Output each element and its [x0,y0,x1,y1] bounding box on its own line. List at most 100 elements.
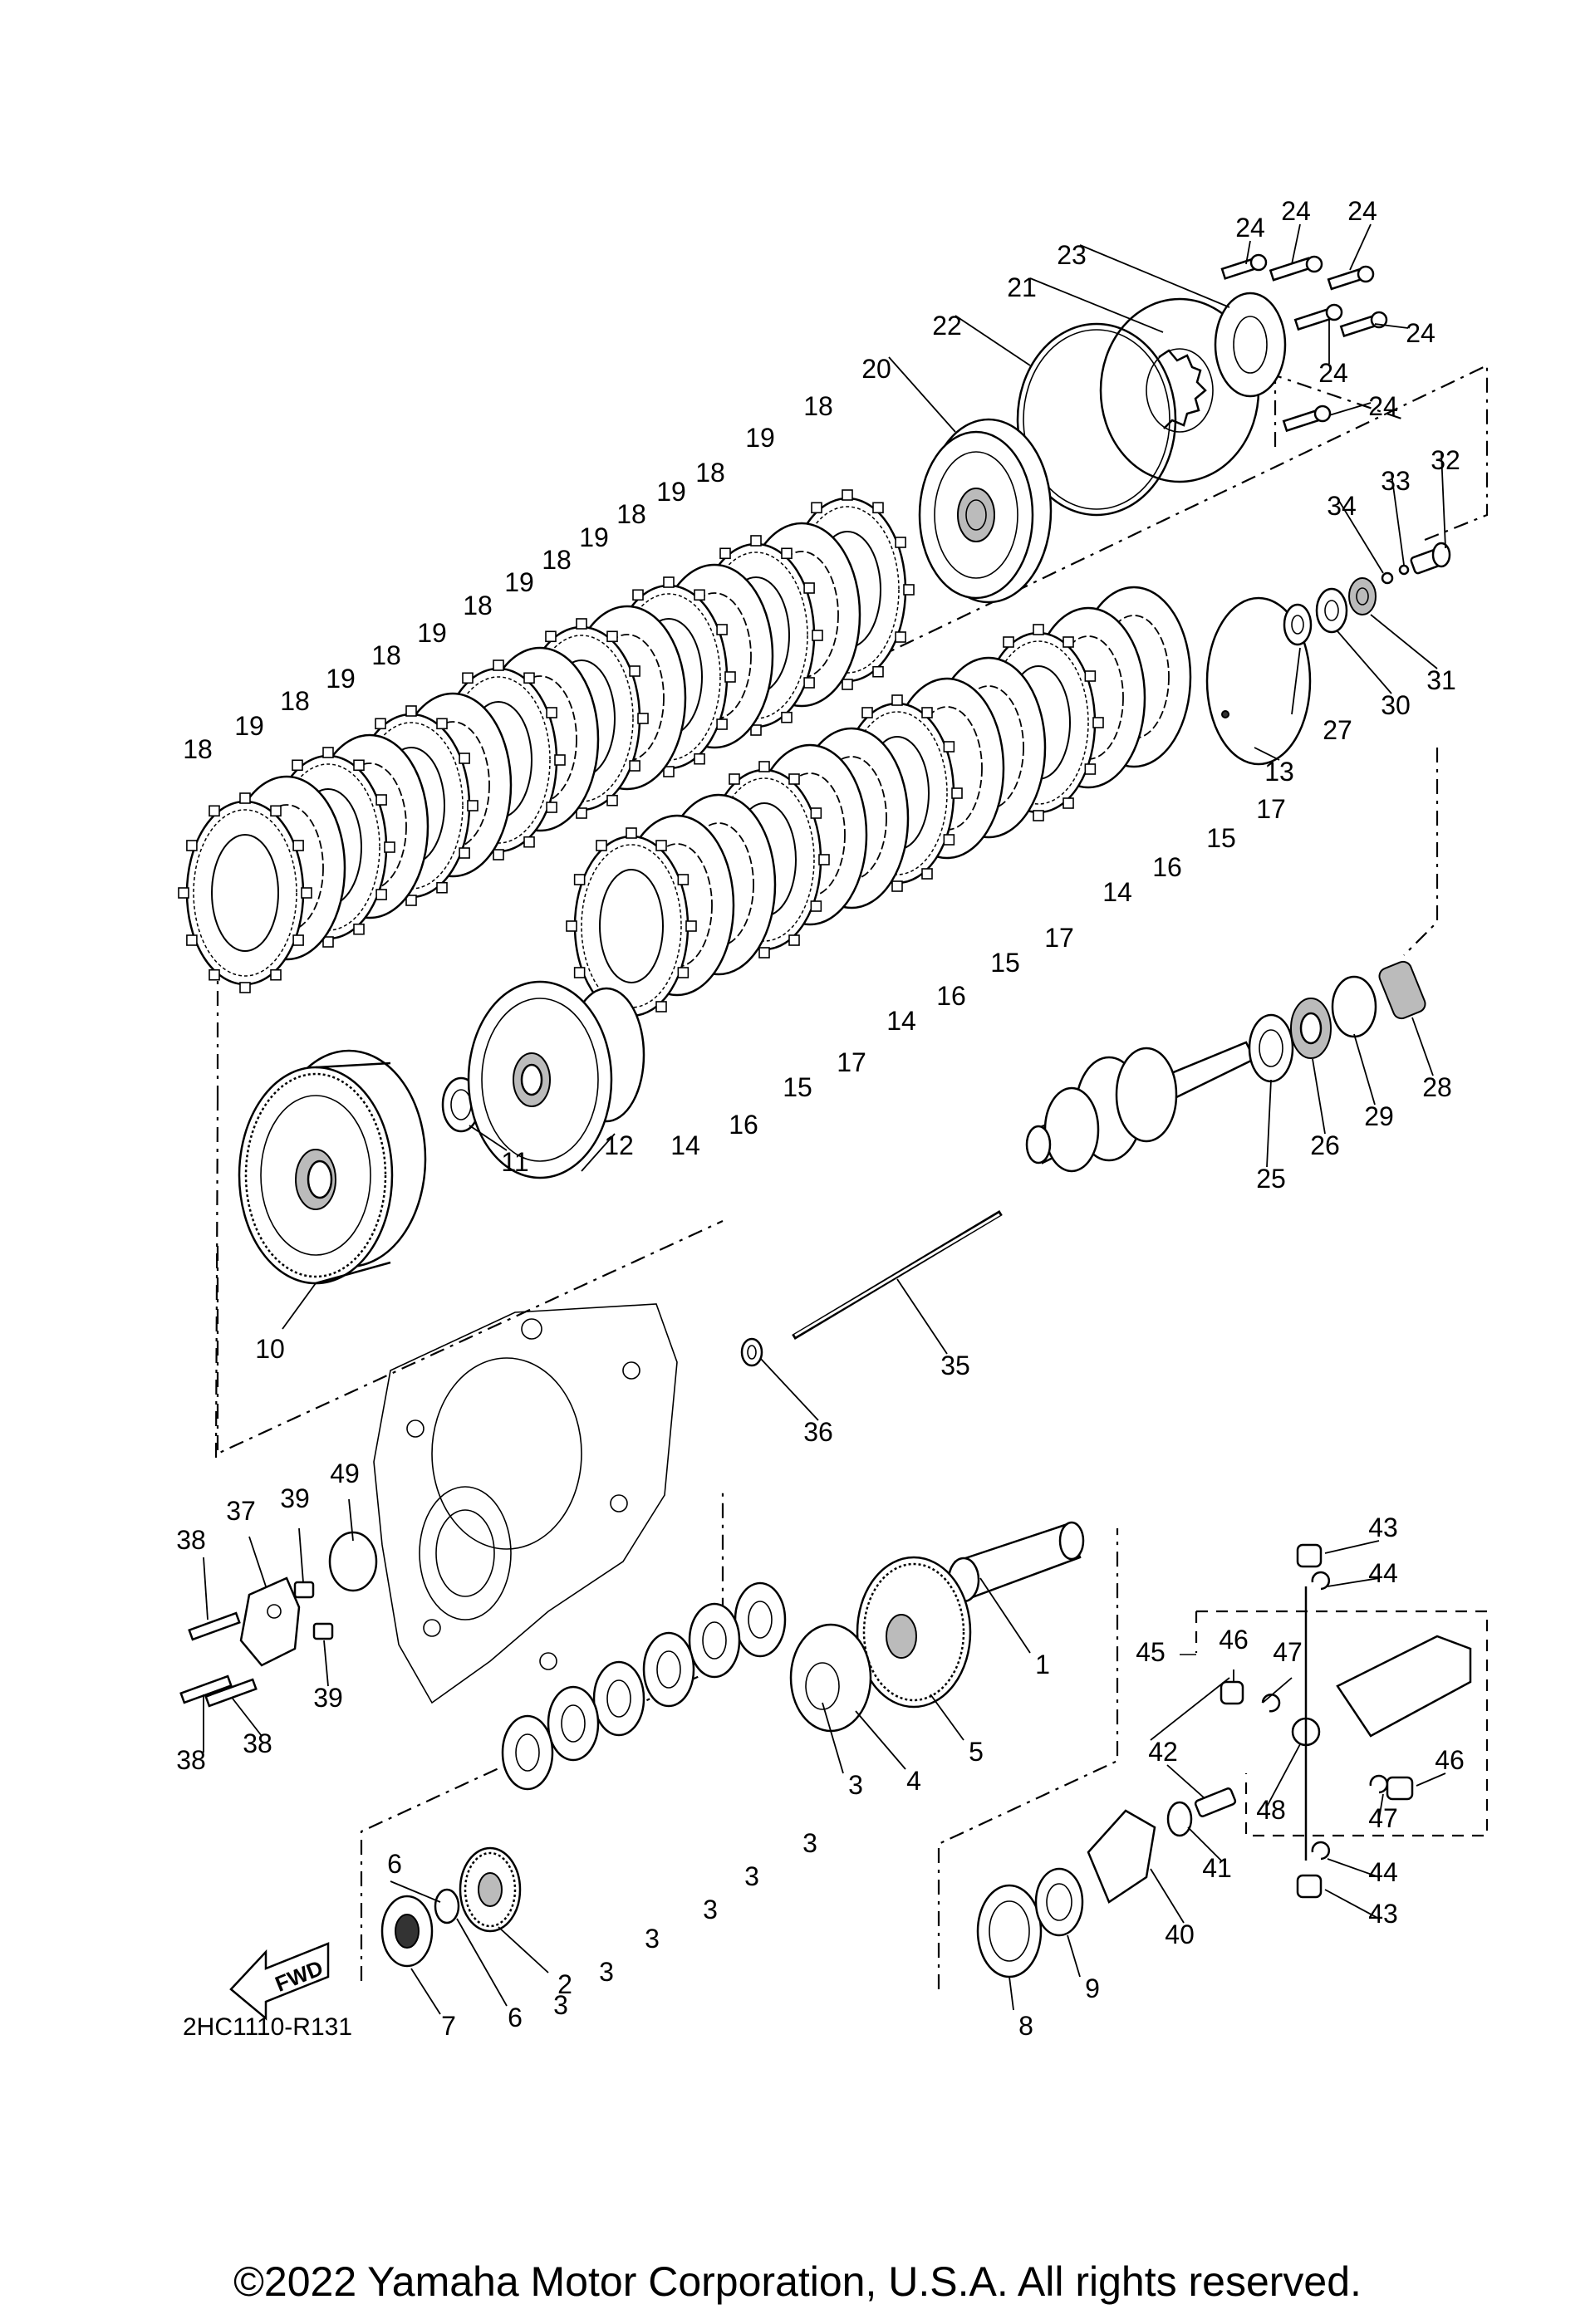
callout-41: 41 [1202,1853,1232,1883]
push-rod-35 [792,1209,1003,1341]
callout-18h: 18 [803,391,833,421]
clip-44b [1311,1841,1331,1861]
callout-2: 2 [557,1969,572,1999]
clip-47b [1369,1774,1389,1794]
callout-18d: 18 [463,591,493,620]
callout-3f: 3 [599,1957,614,1987]
callout-24b: 24 [1281,196,1311,226]
callout-33: 33 [1381,466,1411,496]
shim-6 [501,1714,554,1791]
bolt-42 [1194,1787,1237,1817]
bracket-37 [179,1576,334,1708]
callout-16a: 16 [729,1110,758,1140]
callout-43b: 43 [1368,1899,1398,1929]
callout-44b: 44 [1368,1857,1398,1887]
callout-24d: 24 [1406,318,1436,348]
pushrod-parts [1283,542,1451,646]
pressure-plate-assembly [1016,292,1287,517]
callout-3g: 3 [553,1990,568,2020]
callout-45: 45 [1136,1637,1166,1667]
clip-47a [1261,1693,1281,1713]
callout-27: 27 [1323,715,1352,745]
callout-12: 12 [604,1130,634,1160]
callout-17c: 17 [1256,794,1286,824]
bearing-30 [1315,587,1348,634]
upper-clutch-plate-stack [178,489,915,993]
dowel-39a [293,1581,315,1599]
callout-38b: 38 [176,1745,206,1775]
callout-18a: 18 [183,734,213,764]
callout-28: 28 [1422,1072,1452,1102]
callout-46a: 46 [1219,1625,1249,1655]
callout-23: 23 [1057,240,1087,270]
callout-18f: 18 [616,499,646,529]
washer-41 [1166,1801,1193,1837]
callout-9: 9 [1085,1973,1100,2003]
callout-24a: 24 [1235,213,1265,243]
callout-34: 34 [1327,491,1357,521]
callout-4: 4 [906,1766,921,1796]
callout-16b: 16 [936,981,966,1011]
callout-36: 36 [803,1417,833,1447]
middle-drive-assembly [789,1521,1085,1733]
callout-14c: 14 [1102,877,1132,907]
shim-2 [688,1602,741,1679]
callout-40: 40 [1165,1920,1195,1949]
callout-6a: 6 [387,1849,402,1879]
circlip-22 [1016,322,1177,517]
callout-43a: 43 [1368,1513,1398,1542]
callout-15c: 15 [1206,823,1236,853]
callout-35: 35 [940,1351,970,1380]
ball-34 [1381,571,1394,585]
callout-18e: 18 [542,545,572,575]
callout-11: 11 [501,1147,528,1177]
callout-24e: 24 [1318,358,1348,388]
callout-3c: 3 [744,1861,759,1891]
callout-18b: 18 [280,686,310,716]
bolts-24 [1220,253,1388,433]
callout-8: 8 [1018,2011,1033,2041]
bearing-28 [1378,960,1426,1020]
oring-33 [1398,564,1410,576]
callout-37: 37 [226,1496,256,1526]
callout-7: 7 [441,2011,456,2041]
main-axle-assembly [1025,960,1426,1173]
dowel-39b [312,1622,334,1640]
oring-49 [328,1531,378,1592]
yoke-40 [1087,1809,1156,1904]
callout-49: 49 [330,1459,360,1488]
nut-31 [1348,577,1377,615]
callout-18g: 18 [695,458,725,488]
callout-19c: 19 [417,618,447,648]
bearing-46b [1386,1776,1414,1801]
callout-46b: 46 [1435,1745,1465,1775]
callout-31: 31 [1426,665,1456,695]
callout-15b: 15 [990,948,1020,978]
bearing-8 [976,1884,1043,1978]
diagram-code: 2HC1110-R131 [183,2013,352,2041]
shim-4 [592,1660,645,1737]
callout-17a: 17 [837,1047,866,1077]
callout-47b: 47 [1368,1803,1398,1833]
shim-1 [734,1581,787,1658]
callout-32: 32 [1431,445,1460,475]
callout-19f: 19 [656,477,686,507]
callout-14a: 14 [670,1130,700,1160]
callout-38a: 38 [176,1525,206,1555]
callout-29: 29 [1364,1101,1394,1131]
callout-26: 26 [1310,1130,1340,1160]
callout-19a: 19 [234,711,264,741]
callout-38c: 38 [243,1728,272,1758]
fwd-arrow: FWD [229,1942,330,2021]
callout-42: 42 [1148,1737,1178,1767]
washer-25 [1248,1013,1294,1083]
callout-13: 13 [1264,757,1294,787]
callout-15a: 15 [783,1072,812,1102]
clutch-boss-20 [918,418,1053,604]
callout-44a: 44 [1368,1558,1398,1588]
callout-30: 30 [1381,690,1411,720]
callout-19e: 19 [579,522,609,552]
gear-assembly-2-7 [380,1787,1237,1978]
shim-3 [642,1631,695,1708]
